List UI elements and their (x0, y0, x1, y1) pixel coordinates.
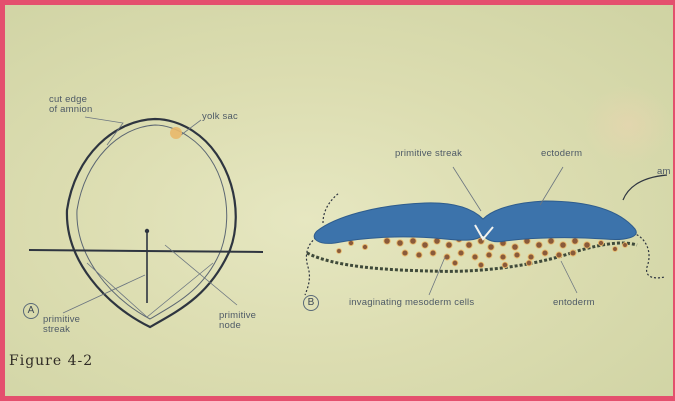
label-entoderm: entoderm (553, 298, 595, 308)
figure-caption: Figure 4-2 (9, 353, 93, 369)
label-ectoderm: ectoderm (541, 149, 582, 159)
label-amnion-cut: am (657, 167, 671, 177)
primitive-node-leader (165, 245, 237, 305)
diagram-b-drawing (305, 167, 667, 295)
badge-a: A (23, 303, 39, 319)
figure-photo: cut edge of amnion yolk sac A primitive … (5, 5, 673, 396)
label-yolk-sac: yolk sac (202, 112, 238, 122)
yolk-sac-spot (170, 127, 182, 139)
embryo-diagrams (5, 5, 673, 396)
badge-b: B (303, 295, 319, 311)
label-invaginating-mesoderm-cells: invaginating mesoderm cells (349, 298, 474, 308)
label-a-primitive-streak: primitive streak (43, 315, 80, 335)
amnion-top-right (623, 175, 667, 200)
mesoderm-cells (337, 236, 628, 268)
embryonic-disc-outline (67, 119, 236, 327)
ectoderm-layer (314, 201, 636, 243)
primitive-streak-leader (63, 275, 145, 313)
section-plane-line (29, 250, 263, 252)
label-b-primitive-streak: primitive streak (395, 149, 462, 159)
label-cut-edge-of-amnion: cut edge of amnion (49, 95, 93, 115)
amnion-right (633, 233, 665, 278)
yolk-sac-leader (181, 120, 201, 135)
amnion-top-left (323, 193, 339, 223)
inner-v-contour (87, 263, 213, 317)
primitive-node-dot (145, 229, 149, 233)
label-primitive-node: primitive node (219, 311, 256, 331)
diagram-a-drawing (29, 117, 263, 327)
